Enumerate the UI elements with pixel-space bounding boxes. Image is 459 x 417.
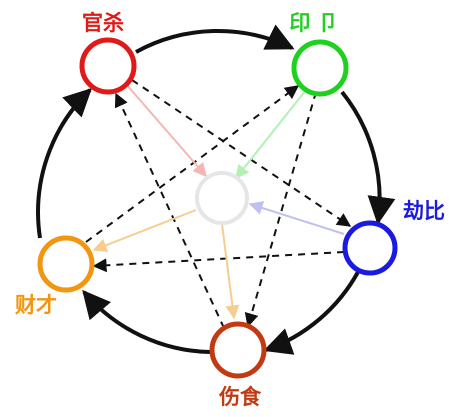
dash-caicai-to-yinxiao: [85, 85, 300, 243]
generating-cycle: [36, 24, 396, 355]
arc-yinxiao-to-jiebi: [340, 90, 396, 225]
node-jiebi: [342, 220, 398, 276]
flow-jiebi-to-center: [248, 201, 345, 235]
flow-guansha-to-center: [125, 83, 207, 178]
arc-caicai-to-guansha: [36, 88, 93, 239]
flow-center-to-caicai: [92, 209, 197, 252]
arc-jiebi-to-shangshi: [263, 271, 360, 355]
label-caicai: 财才: [15, 292, 57, 317]
node-caicai: [37, 235, 95, 293]
flow-center-to-shangshi: [221, 223, 240, 320]
dash-guansha-to-jiebi: [131, 79, 352, 227]
dash-yinxiao-to-shangshi: [244, 91, 317, 328]
node-guansha: [79, 37, 137, 95]
node-center: [195, 171, 249, 225]
node-yinxiao: [291, 39, 349, 97]
label-yinxiao: 印 卩: [289, 10, 338, 35]
flow-yinxiao-to-center: [235, 89, 307, 180]
label-guansha: 官杀: [82, 10, 124, 35]
dash-jiebi-to-caicai: [92, 251, 345, 273]
node-shangshi: [209, 321, 267, 379]
arc-shangshi-to-caicai: [82, 289, 211, 354]
label-shangshi: 伤食: [218, 384, 262, 409]
controlling-star: [85, 79, 352, 329]
center-flows: [92, 83, 345, 320]
arc-guansha-to-yinxiao: [135, 24, 295, 54]
dash-shangshi-to-guansha: [114, 92, 225, 329]
label-jiebi: 劫比: [403, 198, 445, 223]
